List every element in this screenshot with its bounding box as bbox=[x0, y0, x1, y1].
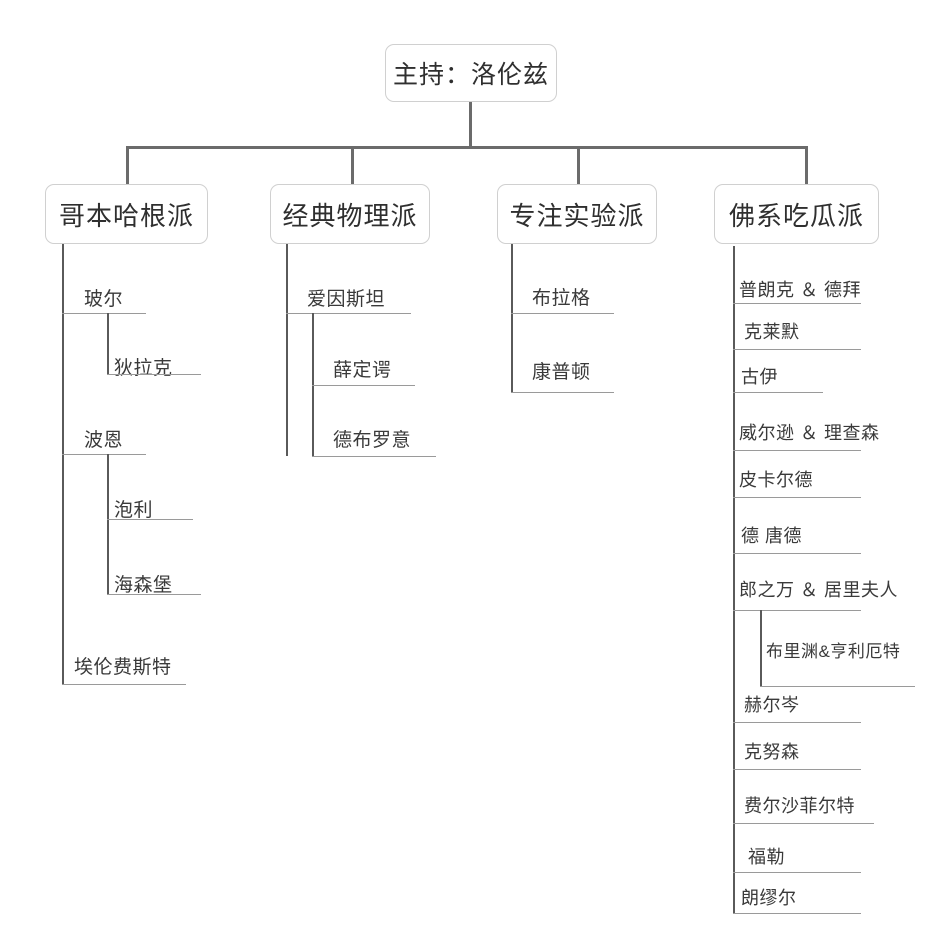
underline-bystander-3 bbox=[733, 450, 861, 451]
spine-bystander bbox=[733, 246, 735, 913]
connector-drop-copenhagen bbox=[126, 146, 129, 184]
underline-bystander-4 bbox=[733, 497, 861, 498]
underline-bystander-2 bbox=[733, 392, 823, 393]
underline-bystander-7 bbox=[760, 686, 915, 687]
member-copenhagen-5[interactable]: 埃伦费斯特 bbox=[74, 657, 172, 678]
member-bystander-12[interactable]: 朗缪尔 bbox=[741, 888, 797, 908]
connector-root-trunk bbox=[469, 102, 472, 148]
connector-drop-experiment bbox=[577, 146, 580, 184]
root-node-label: 主持：洛伦兹 bbox=[392, 61, 549, 89]
spine-copenhagen-bohr-children bbox=[107, 313, 109, 374]
member-bystander-3[interactable]: 威尔逊 ＆ 理查森 bbox=[739, 423, 880, 443]
underline-bystander-0 bbox=[733, 303, 861, 304]
spine-copenhagen-born-children bbox=[107, 454, 109, 594]
underline-bystander-6 bbox=[733, 610, 861, 611]
member-copenhagen-1[interactable]: 狄拉克 bbox=[114, 358, 173, 379]
root-node-host[interactable]: 主持：洛伦兹 bbox=[385, 44, 557, 102]
underline-bystander-1 bbox=[733, 349, 861, 350]
underline-copenhagen-2 bbox=[62, 454, 146, 455]
member-classical-2[interactable]: 德布罗意 bbox=[333, 430, 412, 451]
member-experiment-1[interactable]: 康普顿 bbox=[532, 362, 591, 383]
underline-classical-0 bbox=[286, 313, 411, 314]
underline-bystander-9 bbox=[733, 769, 861, 770]
underline-bystander-12 bbox=[733, 913, 861, 914]
underline-experiment-0 bbox=[511, 313, 614, 314]
member-copenhagen-4[interactable]: 海森堡 bbox=[114, 575, 173, 596]
underline-bystander-8 bbox=[733, 722, 861, 723]
faction-node-bystander[interactable]: 佛系吃瓜派 bbox=[714, 184, 879, 244]
member-experiment-0[interactable]: 布拉格 bbox=[532, 288, 591, 309]
faction-node-classical[interactable]: 经典物理派 bbox=[270, 184, 430, 244]
underline-copenhagen-0 bbox=[62, 313, 146, 314]
member-copenhagen-0[interactable]: 玻尔 bbox=[84, 289, 124, 310]
underline-experiment-1 bbox=[511, 392, 614, 393]
spine-bystander-langevin-children bbox=[760, 610, 762, 686]
member-bystander-2[interactable]: 古伊 bbox=[741, 367, 778, 387]
member-bystander-9[interactable]: 克努森 bbox=[744, 742, 800, 762]
faction-label-copenhagen: 哥本哈根派 bbox=[58, 200, 194, 231]
faction-label-experiment: 专注实验派 bbox=[509, 200, 645, 231]
connector-faction-bus bbox=[126, 146, 808, 149]
member-bystander-6[interactable]: 郎之万 ＆ 居里夫人 bbox=[739, 580, 899, 600]
spine-classical bbox=[286, 244, 288, 456]
connector-drop-classical bbox=[351, 146, 354, 184]
spine-experiment bbox=[511, 244, 513, 392]
member-bystander-10[interactable]: 费尔沙菲尔特 bbox=[744, 796, 855, 816]
faction-node-copenhagen[interactable]: 哥本哈根派 bbox=[45, 184, 208, 244]
faction-label-classical: 经典物理派 bbox=[282, 200, 418, 231]
underline-bystander-10 bbox=[733, 823, 874, 824]
member-bystander-11[interactable]: 福勒 bbox=[748, 847, 785, 867]
member-bystander-7[interactable]: 布里渊&亨利厄特 bbox=[766, 642, 901, 661]
member-bystander-1[interactable]: 克莱默 bbox=[744, 322, 800, 342]
underline-copenhagen-3 bbox=[107, 519, 193, 520]
member-classical-1[interactable]: 薛定谔 bbox=[333, 360, 392, 381]
underline-classical-2 bbox=[312, 456, 436, 457]
faction-label-bystander: 佛系吃瓜派 bbox=[728, 200, 864, 231]
member-bystander-4[interactable]: 皮卡尔德 bbox=[739, 470, 813, 490]
underline-classical-1 bbox=[312, 385, 415, 386]
underline-bystander-11 bbox=[733, 872, 861, 873]
spine-classical-einstein-children bbox=[312, 313, 314, 456]
underline-bystander-5 bbox=[733, 553, 861, 554]
underline-copenhagen-5 bbox=[62, 684, 186, 685]
underline-copenhagen-1 bbox=[107, 374, 201, 375]
connector-drop-bystander bbox=[805, 146, 808, 184]
member-copenhagen-3[interactable]: 泡利 bbox=[114, 500, 154, 521]
member-copenhagen-2[interactable]: 波恩 bbox=[84, 430, 124, 451]
member-classical-0[interactable]: 爱因斯坦 bbox=[307, 289, 386, 310]
underline-copenhagen-4 bbox=[107, 594, 201, 595]
member-bystander-5[interactable]: 德 唐德 bbox=[741, 526, 803, 546]
faction-node-experiment[interactable]: 专注实验派 bbox=[497, 184, 657, 244]
member-bystander-8[interactable]: 赫尔岑 bbox=[744, 695, 800, 715]
member-bystander-0[interactable]: 普朗克 ＆ 德拜 bbox=[739, 280, 862, 300]
spine-copenhagen bbox=[62, 244, 64, 685]
